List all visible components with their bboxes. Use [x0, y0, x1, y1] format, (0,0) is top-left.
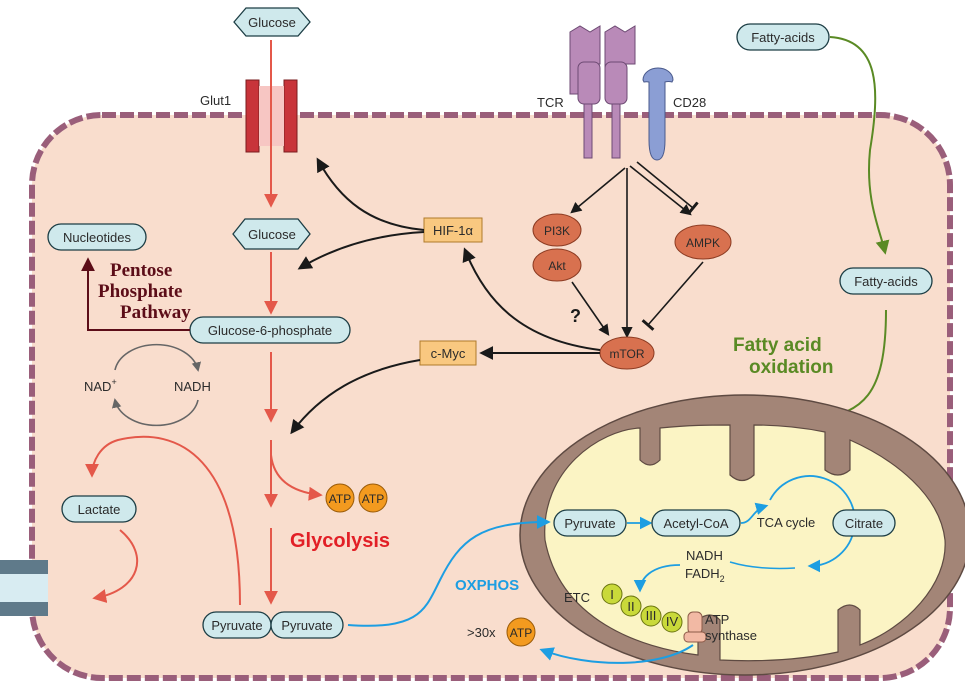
- cd28-label: CD28: [673, 95, 706, 110]
- arrow-ppp: [81, 257, 190, 331]
- svg-text:Glucose: Glucose: [248, 15, 296, 30]
- citrate-node: Citrate: [832, 509, 896, 537]
- etc-complex-4: IV: [661, 611, 683, 633]
- svg-text:Glucose-6-phosphate: Glucose-6-phosphate: [208, 323, 332, 338]
- arrow-synthase-to-atp: [539, 644, 694, 664]
- atp-glycolysis-1: ATP: [325, 483, 355, 513]
- svg-text:TCA cycle: TCA cycle: [757, 515, 816, 530]
- svg-text:IV: IV: [666, 614, 679, 629]
- fadh-label: FADH2: [685, 566, 725, 584]
- cmyc-node: c-Myc: [419, 340, 477, 366]
- arrow-tca-to-nadh: [729, 561, 796, 570]
- hif1a-node: HIF-1α: [423, 217, 483, 243]
- arrow-cmyc-to-glycolysis: [290, 359, 421, 435]
- pyruvate-right: Pyruvate: [270, 611, 344, 639]
- glucose-inside: Glucose: [232, 218, 311, 250]
- svg-text:HIF-1α: HIF-1α: [433, 223, 474, 238]
- arrow-akt-to-mtor: [571, 281, 610, 336]
- svg-text:III: III: [646, 608, 657, 623]
- arrow-acetyl-to-tca: [740, 502, 769, 524]
- nadh-label: NADH: [174, 379, 211, 394]
- arrow-oxphos: [347, 515, 551, 627]
- svg-text:I: I: [610, 587, 614, 602]
- arrow-hif-to-glut1: [316, 157, 425, 231]
- svg-text:c-Myc: c-Myc: [431, 346, 466, 361]
- oxphos-label: OXPHOS: [455, 577, 519, 594]
- atp-yield-label: >30x: [467, 625, 496, 640]
- question-mark: ?: [570, 306, 581, 326]
- atp-glycolysis-2: ATP: [358, 483, 388, 513]
- etc-complex-3: III: [640, 605, 662, 627]
- lactate-transporter: [0, 560, 48, 616]
- svg-text:ATP: ATP: [362, 492, 384, 506]
- arrow-pyruvate-to-lactate: [85, 435, 241, 606]
- glut1-label: Glut1: [200, 93, 231, 108]
- svg-text:Citrate: Citrate: [845, 516, 883, 531]
- glycolysis-label: Glycolysis: [290, 530, 390, 552]
- akt-node: Akt: [532, 248, 582, 282]
- svg-text:ATP: ATP: [510, 626, 532, 640]
- arrow-tcr-to-ampk-1: [629, 165, 692, 216]
- inhibit-ampk-to-mtor: [641, 261, 704, 331]
- arrow-to-atp: [270, 454, 323, 501]
- cd28-receptor: [642, 67, 674, 161]
- arrow-nadh-to-etc: [633, 564, 681, 593]
- arrow-lactate-out: [92, 529, 139, 603]
- etc-label: ETC: [564, 590, 590, 605]
- mito-pyruvate: Pyruvate: [553, 509, 627, 537]
- g6p-node: Glucose-6-phosphate: [189, 316, 351, 344]
- svg-text:Akt: Akt: [548, 259, 566, 273]
- svg-text:II: II: [627, 599, 634, 614]
- fao-label-2: oxidation: [749, 357, 833, 378]
- pi3k-node: PI3K: [532, 213, 582, 247]
- fao-label-1: Fatty acid: [733, 335, 822, 356]
- tcr-label: TCR: [537, 95, 564, 110]
- atp-synthase-label-1: ATP: [705, 612, 729, 627]
- mitochondrion: [519, 394, 965, 676]
- etc-complex-2: II: [620, 595, 642, 617]
- mtor-node: mTOR: [599, 336, 655, 370]
- atp-mito: ATP: [506, 617, 536, 647]
- svg-text:mTOR: mTOR: [609, 347, 644, 361]
- etc-complex-1: I: [601, 583, 623, 605]
- fatty-acids-outside: Fatty-acids: [736, 23, 830, 51]
- ppp-label-3: Pathway: [120, 302, 191, 323]
- svg-text:Lactate: Lactate: [78, 502, 121, 517]
- svg-text:Pyruvate: Pyruvate: [281, 618, 332, 633]
- svg-text:Glucose: Glucose: [248, 227, 296, 242]
- arrow-mtor-to-hif: [462, 247, 601, 351]
- glucose-outside: Glucose: [233, 7, 311, 37]
- arrow-fa-in: [829, 36, 890, 255]
- tcr-receptor: [569, 25, 636, 159]
- ampk-node: AMPK: [674, 224, 732, 260]
- svg-text:Acetyl-CoA: Acetyl-CoA: [663, 516, 728, 531]
- acetyl-coa: Acetyl-CoA: [651, 509, 741, 537]
- nucleotides-node: Nucleotides: [47, 223, 147, 251]
- fatty-acids-inside: Fatty-acids: [839, 267, 933, 295]
- svg-text:Pyruvate: Pyruvate: [211, 618, 262, 633]
- atp-synthase-label-2: synthase: [705, 628, 757, 643]
- lactate-node: Lactate: [61, 495, 137, 523]
- svg-text:Fatty-acids: Fatty-acids: [751, 30, 815, 45]
- tca-cycle: TCA cycle: [757, 475, 856, 573]
- nad-label: NAD+: [84, 377, 117, 394]
- ppp-label-1: Pentose: [110, 260, 172, 281]
- pyruvate-left: Pyruvate: [202, 611, 272, 639]
- svg-text:Nucleotides: Nucleotides: [63, 230, 131, 245]
- atp-synthase: [683, 611, 707, 643]
- svg-text:Fatty-acids: Fatty-acids: [854, 274, 918, 289]
- svg-text:PI3K: PI3K: [544, 224, 570, 238]
- arrow-hif-to-glucose: [297, 231, 425, 270]
- nadh-mito-label: NADH: [686, 548, 723, 563]
- svg-text:ATP: ATP: [329, 492, 351, 506]
- inhibit-tcr-to-ampk: [636, 161, 699, 215]
- nad-cycle: [111, 343, 202, 427]
- svg-text:AMPK: AMPK: [686, 236, 720, 250]
- ppp-label-2: Phosphate: [98, 281, 182, 302]
- svg-text:Pyruvate: Pyruvate: [564, 516, 615, 531]
- arrow-tcr-to-pi3k: [570, 167, 626, 214]
